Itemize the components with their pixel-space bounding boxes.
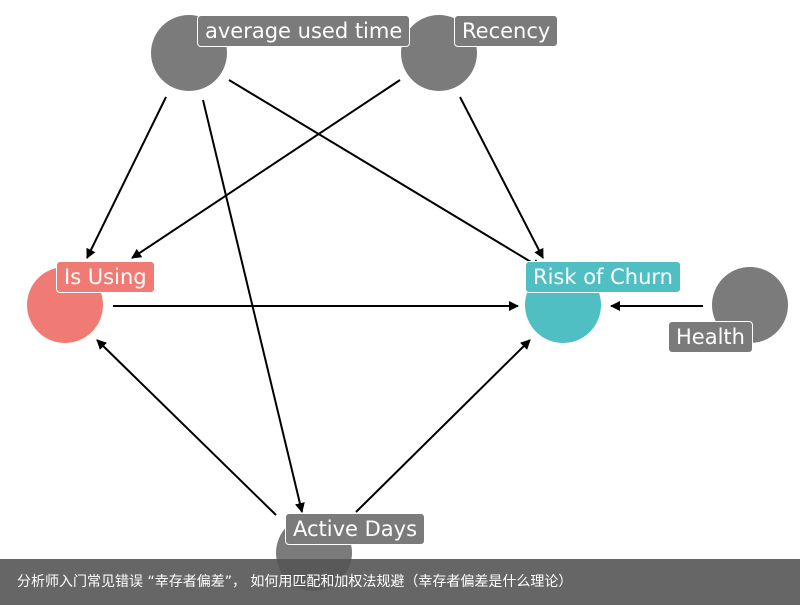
edge-days-to-churn bbox=[355, 339, 531, 513]
edge-avg-to-using bbox=[86, 96, 167, 259]
edge-rec-to-using bbox=[131, 79, 401, 259]
nodes-layer bbox=[27, 15, 788, 591]
edge-days-to-using bbox=[96, 339, 277, 516]
node-label-active-days: Active Days bbox=[285, 513, 426, 545]
node-label-recency: Recency bbox=[454, 15, 559, 47]
caption-bar: 分析师入门常见错误 “幸存者偏差”， 如何用匹配和加权法规避（幸存者偏差是什么理… bbox=[0, 559, 800, 605]
caption-text: 分析师入门常见错误 “幸存者偏差”， 如何用匹配和加权法规避（幸存者偏差是什么理… bbox=[17, 574, 573, 590]
node-label-is-using: Is Using bbox=[56, 261, 155, 293]
edges-layer bbox=[86, 79, 703, 516]
node-label-average-used-time: average used time bbox=[197, 15, 411, 47]
node-label-health: Health bbox=[668, 321, 753, 353]
node-label-risk-of-churn: Risk of Churn bbox=[525, 261, 681, 293]
edge-avg-to-churn bbox=[228, 79, 542, 269]
edge-rec-to-churn bbox=[459, 96, 544, 259]
